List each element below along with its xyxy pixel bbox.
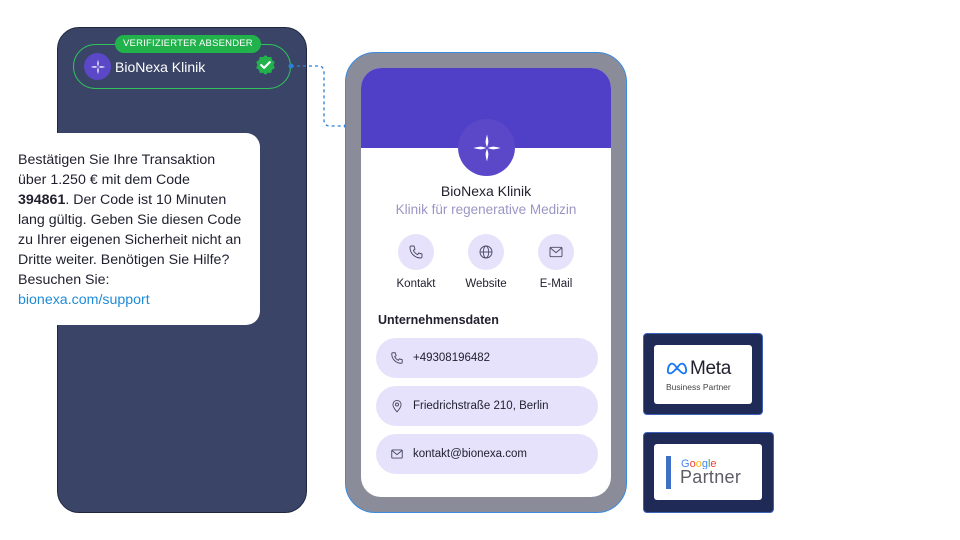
meta-badge-card: Meta Business Partner xyxy=(654,345,752,404)
sms-message-bubble: Bestätigen Sie Ihre Transaktion über 1.2… xyxy=(0,133,260,325)
sms-text: Bestätigen Sie Ihre Transaktion über 1.2… xyxy=(18,152,216,188)
meta-logo-icon xyxy=(666,362,688,375)
business-subtitle: Klinik für regenerative Medizin xyxy=(395,202,577,217)
email-address: kontakt@bionexa.com xyxy=(413,448,527,460)
meta-brand: Meta xyxy=(690,358,732,379)
email-action-button[interactable]: E-Mail xyxy=(521,234,591,290)
google-badge-card: Google Partner xyxy=(654,444,762,500)
contact-action-label: Kontakt xyxy=(396,278,436,290)
phone-icon xyxy=(398,234,434,270)
google-partner-badge: Google Partner xyxy=(643,432,774,513)
globe-icon xyxy=(468,234,504,270)
email-row[interactable]: kontakt@bionexa.com xyxy=(376,434,598,474)
verified-check-icon xyxy=(256,54,275,75)
business-logo-icon xyxy=(458,119,515,176)
svg-text:Google: Google xyxy=(681,458,717,469)
phone-number: +49308196482 xyxy=(413,352,491,364)
google-badge-bar xyxy=(666,456,671,489)
google-brand: Google xyxy=(681,458,717,469)
location-pin-icon xyxy=(389,398,405,414)
business-name: BioNexa Klinik xyxy=(440,183,532,199)
address: Friedrichstraße 210, Berlin xyxy=(413,400,549,412)
company-data-heading: Unternehmensdaten xyxy=(378,313,499,327)
website-action-label: Website xyxy=(465,278,507,290)
meta-partner-badge: Meta Business Partner xyxy=(643,333,763,415)
website-action-button[interactable]: Website xyxy=(451,234,521,290)
phone-number-row[interactable]: +49308196482 xyxy=(376,338,598,378)
business-profile-screen: BioNexa Klinik Klinik für regenerative M… xyxy=(361,68,611,497)
connector-line xyxy=(288,63,348,128)
meta-badge-subtitle: Business Partner xyxy=(666,382,731,392)
contact-action-button[interactable]: Kontakt xyxy=(381,234,451,290)
sms-text-rest: . Der Code ist 10 Minuten lang gültig. G… xyxy=(18,192,242,288)
phone-icon xyxy=(389,350,405,366)
sms-code: 394861 xyxy=(18,192,66,208)
google-partner-label: Partner xyxy=(680,467,742,487)
mail-icon xyxy=(389,446,405,462)
sender-logo-icon xyxy=(84,53,111,80)
email-action-label: E-Mail xyxy=(539,278,573,290)
sender-name: BioNexa Klinik xyxy=(115,59,206,75)
address-row[interactable]: Friedrichstraße 210, Berlin xyxy=(376,386,598,426)
support-link[interactable]: bionexa.com/support xyxy=(18,292,150,308)
verified-sender-tag: VERIFIZIERTER ABSENDER xyxy=(115,35,261,53)
mail-icon xyxy=(538,234,574,270)
